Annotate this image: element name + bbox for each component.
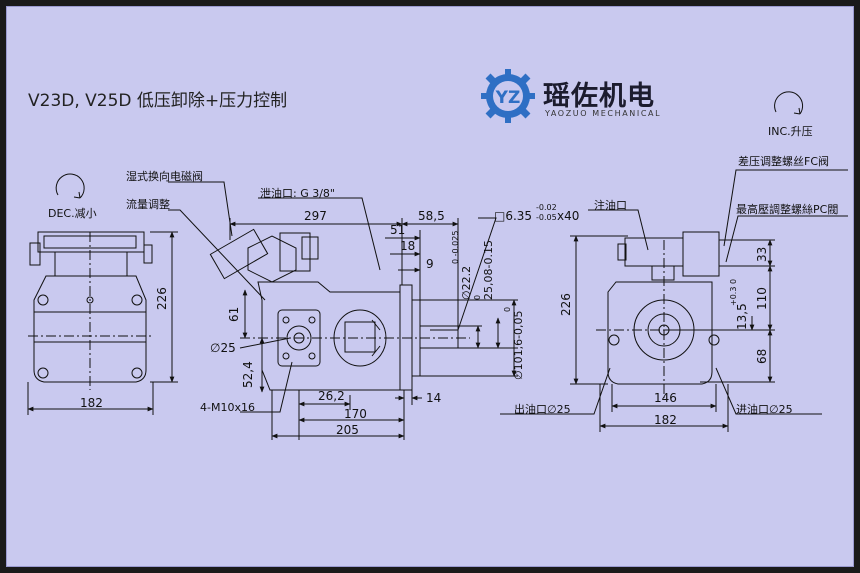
key-tol-top: -0.02 [536, 203, 557, 212]
max-screw-label: 最高壓調整螺絲PC閥 [736, 202, 838, 216]
dim-shaft-25: 25,08-0.15 [482, 240, 495, 300]
dim-182-right: 182 [654, 413, 677, 427]
dim-13-5-tol: +0.3 0 [729, 279, 738, 306]
drain-port-label: 泄油口: G 3/8" [260, 186, 335, 200]
dim-phi25: ∅25 [210, 341, 236, 355]
key-length: x40 [557, 209, 579, 223]
dim-shaft-22-tol: 0 -0.025 [451, 231, 460, 264]
dim-68: 68 [755, 349, 769, 364]
dim-226-left: 226 [155, 287, 169, 310]
dim-14: 14 [426, 391, 441, 405]
left-view-outline [27, 173, 178, 415]
inlet-label: 进油口∅25 [736, 402, 793, 416]
company-logo: YZ [481, 69, 535, 123]
dim-226-right: 226 [559, 293, 573, 316]
dim-51: 51 [390, 223, 405, 237]
dim-9: 9 [426, 257, 434, 271]
brand-subtitle: YAOZUO MECHANICAL [545, 109, 662, 118]
brand-name: 瑶佐机电 [543, 81, 655, 112]
dim-58-5: 58,5 [418, 209, 445, 223]
dim-146: 146 [654, 391, 677, 405]
dim-shaft-25-tol: 0 [473, 295, 482, 300]
dim-182-left: 182 [80, 396, 103, 410]
dim-110: 110 [755, 287, 769, 310]
solenoid-valve-label: 湿式换向电磁阀 [126, 169, 203, 183]
dim-297: 297 [304, 209, 327, 223]
outlet-label: 出油口∅25 [514, 402, 571, 416]
dim-26-2: 26,2 [318, 389, 345, 403]
dim-61: 61 [227, 307, 241, 322]
bolt-label: 4-M10x16 [200, 401, 255, 414]
dim-33: 33 [755, 247, 769, 262]
key-tol-bot: -0.05 [536, 213, 557, 222]
dim-205: 205 [336, 423, 359, 437]
middle-view-outline [168, 181, 518, 440]
fill-port-label: 注油口 [594, 198, 627, 212]
dim-shaft-101-tol: 0 [503, 307, 512, 312]
right-view-outline [457, 91, 848, 432]
inc-label: INC.升压 [768, 125, 813, 138]
dim-52-4: 52,4 [241, 361, 255, 388]
dec-label: DEC.减小 [48, 207, 97, 220]
logo-letters: YZ [495, 88, 521, 108]
dim-shaft-22: ∅22.2 [460, 266, 473, 300]
page-title: V23D, V25D 低压卸除+压力控制 [28, 91, 288, 111]
dim-170: 170 [344, 407, 367, 421]
dim-13-5: 13,5 [735, 303, 749, 330]
dim-18: 18 [400, 239, 415, 253]
dim-shaft-101: ∅101,6-0,05 [512, 310, 525, 380]
flow-adjust-label: 流量调整 [126, 197, 170, 211]
key-label: □6.35 [494, 209, 532, 223]
diff-screw-label: 差压调整螺丝FC阀 [738, 154, 829, 168]
